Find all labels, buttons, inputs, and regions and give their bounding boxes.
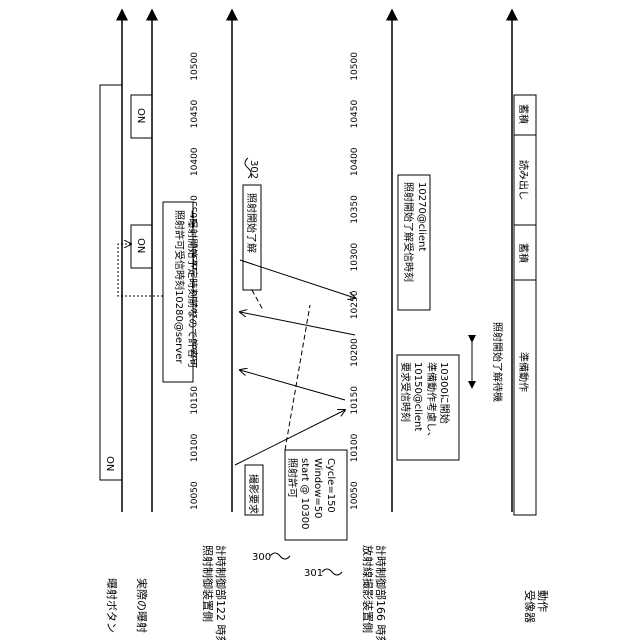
label-button: 曝射ボタン [105,578,119,633]
tick-label: 10250 [350,290,360,319]
button-on-label: ON [104,456,115,471]
start-ack-text: 照射開始了解 [245,193,258,253]
tick-label: 10500 [350,52,360,81]
wait-label: 照射開始了解待機 [491,322,504,402]
label-controller-2: 計時制御部122 時刻 [214,545,228,640]
tick-label: 10100 [350,433,360,462]
detector-prepare-box [514,280,536,515]
tick-label: 10400 [350,147,360,176]
tick-label: 10450 [190,99,200,128]
label-imaging-2: 計時制御部166 時刻 [374,545,388,640]
ticks-imaging: 10050 10100 10150 10200 10250 10300 10350 10400… [350,52,360,510]
receive-text-2: 10150@client [412,362,423,431]
button-waveform [100,85,122,480]
tick-label: 10300 [350,243,360,272]
arrow-permission-dashed [285,305,310,450]
tick-label: 10350 [350,195,360,224]
tick-label: 10500 [190,52,200,81]
detector-prepare-text: 準備動作 [517,352,530,392]
label-controller-1: 照射制御装置側 [201,545,215,622]
arrow-permission-solid [240,370,345,400]
row-labels: 曝射ボタン 実際の曝射 照射制御装置側 計時制御部122 時刻 放射線撮影装置側… [105,545,550,640]
actual-on-label-1: ON [135,238,146,253]
tick-label: 10050 [350,481,360,510]
ack-received-text-2: 10270@client [416,182,427,251]
arrow-ack-dashed [252,290,263,310]
button-signal [100,85,122,480]
receive-text-1: 要求受信時刻 [399,362,412,422]
permission-text-1: 照射許可 [286,458,299,498]
permission-text-4: Cycle=150 [325,458,336,513]
message-arrows [235,260,355,465]
tick-label: 10150 [190,386,200,415]
tick-label: 10150 [350,386,360,415]
arrow-ack-return [240,312,355,335]
receive-text-4: 10300に開始 [438,362,451,424]
ref-300: 300 [252,552,271,563]
tick-label: 10050 [190,481,200,510]
ref-301: 301 [304,568,323,579]
allow-text-1: 照射許可受信時刻10280@server [173,210,186,364]
detector-accumulate-text-2: 蓄積 [517,104,530,124]
permission-text-2: start @ 10300 [299,458,310,529]
tick-label: 10450 [350,99,360,128]
tick-label: 10100 [190,433,200,462]
label-detector-2: 動作 [536,590,550,612]
label-detector-1: 受像器 [523,590,536,623]
ref-300-leader [270,553,290,559]
detector-read-text: 読み出し [517,160,530,200]
actual-on-label-2: ON [135,108,146,123]
request-text: 撮影要求 [247,474,260,514]
allow-text-2: →曝射開始予定時刻前なので許容可 [186,210,199,368]
receive-text-3: 準備動作考慮し、 [425,362,438,442]
ref-301-leader [322,569,342,575]
permission-text-3: Window=50 [312,458,323,519]
ack-received-text-1: 照射開始了解受信時刻 [402,182,415,282]
tick-label: 10400 [190,147,200,176]
label-imaging-1: 放射線撮影装置側 [361,545,375,633]
detector-accumulate-text-1: 蓄積 [517,243,530,263]
tick-label: 10200 [350,338,360,367]
label-actual-exposure: 実際の曝射 [135,578,149,633]
